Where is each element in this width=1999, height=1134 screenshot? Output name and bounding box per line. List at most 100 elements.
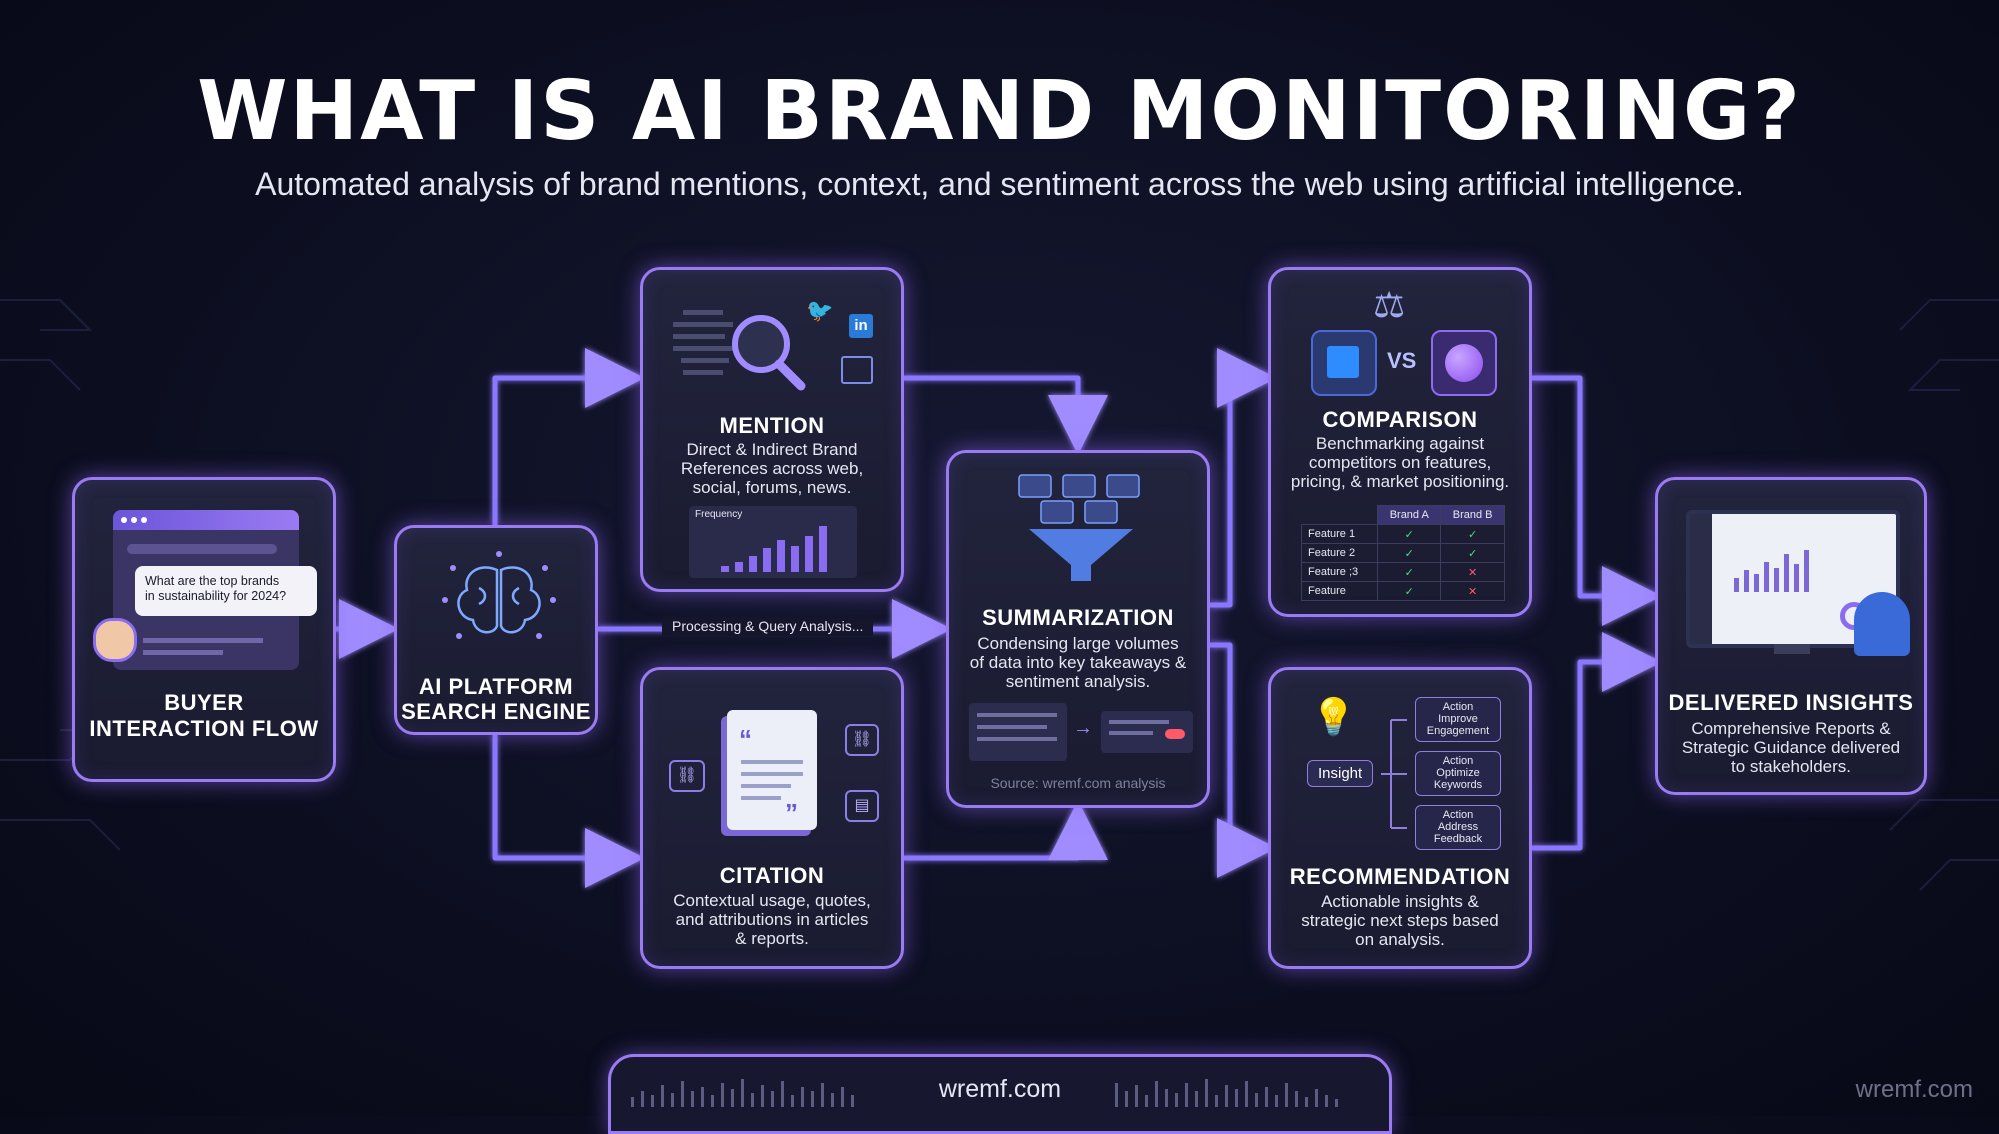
action-label: Action (1442, 701, 1474, 713)
table-header-brand-b: Brand B (1440, 505, 1505, 525)
dashboard-bars (1734, 550, 1809, 592)
action-optimize-keywords: Action Optimize Keywords (1415, 751, 1501, 796)
summarization-desc-line-3: sentiment analysis. (1005, 672, 1151, 691)
mention-desc-line-1: Direct & Indirect Brand (686, 440, 858, 459)
monitor-stand (1774, 644, 1810, 654)
comparison-table: Brand A Brand B Feature 1 ✓ ✓ Feature 2 … (1300, 505, 1505, 601)
action-label: Keywords (1433, 779, 1483, 791)
linkedin-icon: in (849, 314, 873, 338)
avatar (93, 618, 137, 662)
frequency-bars (721, 526, 827, 572)
comparison-desc-line-2: competitors on features, (1308, 453, 1492, 472)
ai-platform-card: AI PLATFORM SEARCH ENGINE (394, 525, 598, 735)
action-label: Feedback (1433, 833, 1483, 845)
table-row: Feature 1 ✓ ✓ (1300, 524, 1505, 544)
twitter-icon: 🐦 (806, 298, 834, 323)
frequency-chart: Frequency (689, 506, 857, 578)
arrow-engine-to-citation (492, 735, 645, 888)
table-row-label: Feature (1300, 581, 1379, 601)
cross-icon: ✕ (1440, 562, 1505, 582)
lightbulb-icon: 💡 (1311, 696, 1356, 737)
table-row: Feature ;3 ✓ ✕ (1300, 562, 1505, 582)
vs-label: VS (1387, 348, 1417, 373)
mention-desc-line-2: References across web, (680, 459, 864, 478)
watermark: wremf.com (1855, 1076, 1973, 1103)
buyer-title-line-2: INTERACTION FLOW (89, 716, 319, 741)
link-icon-small: ⛓ (845, 724, 879, 756)
action-label: Action (1442, 755, 1474, 767)
brain-icon (442, 551, 556, 639)
insight-pill: Insight (1307, 760, 1374, 787)
delivered-desc-line-3: to stakeholders. (1730, 757, 1851, 776)
delivered-title: DELIVERED INSIGHTS (1668, 690, 1914, 715)
summarization-desc-line-2: of data into key takeaways & (969, 653, 1187, 672)
chat-bubble: What are the top brands in sustainabilit… (135, 566, 317, 616)
recommendation-desc-line-3: on analysis. (1355, 930, 1445, 949)
link-icon: ⛓ (669, 760, 705, 792)
check-icon: ✓ (1440, 524, 1505, 544)
table-header-brand-a: Brand A (1377, 505, 1442, 525)
summary-panel-illustration (1101, 711, 1193, 753)
footer-site-label[interactable]: wremf.com (938, 1075, 1062, 1103)
delivered-insights-card: DELIVERED INSIGHTS Comprehensive Reports… (1655, 477, 1927, 795)
mention-card: 🐦 in MENTION Direct & Indirect Brand Ref… (640, 267, 904, 592)
magnifier-illustration (673, 310, 806, 391)
funnel-icon (1018, 474, 1140, 581)
citation-card: “ ” ⛓ ⛓ ▤ CITATION Contextual usage, quo… (640, 667, 904, 969)
comparison-title: COMPARISON (1322, 407, 1478, 432)
action-improve-engagement: Action Improve Engagement (1415, 697, 1501, 742)
arrow-mention-to-summary (904, 375, 1108, 455)
buyer-interaction-card: What are the top brands in sustainabilit… (72, 477, 336, 782)
mention-title: MENTION (719, 413, 825, 438)
file-icon: ▤ (845, 790, 879, 822)
citation-desc-line-2: and attributions in articles (675, 910, 869, 929)
page-subtitle: Automated analysis of brand mentions, co… (255, 166, 1744, 202)
source-note: Source: wremf.com analysis (990, 775, 1166, 791)
arrow-engine-to-mention (492, 348, 645, 525)
document-icon: “ ” (727, 710, 817, 830)
summarization-title: SUMMARIZATION (982, 605, 1174, 630)
recommendation-desc-line-2: strategic next steps based (1301, 911, 1499, 930)
action-label: Engagement (1426, 725, 1490, 737)
citation-title: CITATION (719, 863, 825, 888)
person-avatar (1854, 592, 1910, 656)
branch-lines (1381, 719, 1407, 829)
arrow-summary-to-recommendation (1210, 642, 1277, 878)
arrow-recommendation-to-delivered (1532, 632, 1662, 851)
recommendation-card: 💡 Insight Action Improve Engagement Acti… (1268, 667, 1532, 969)
arrow-right-icon: → (1073, 717, 1093, 739)
flow-label: Processing & Query Analysis... (662, 616, 874, 636)
waveform-decoration (631, 1079, 1338, 1107)
buyer-title-line-1: BUYER (164, 690, 244, 715)
chat-line-1: What are the top brands (145, 574, 280, 588)
action-label: Improve (1438, 713, 1478, 725)
delivered-desc-line-2: Strategic Guidance delivered (1681, 738, 1901, 757)
comparison-desc-line-1: Benchmarking against (1315, 434, 1485, 453)
action-label: Optimize (1436, 767, 1480, 779)
footer-bar: wremf.com (608, 1054, 1392, 1134)
delivered-desc-line-1: Comprehensive Reports & (1691, 719, 1891, 738)
engine-title-line-1: AI PLATFORM (418, 674, 574, 699)
check-icon: ✓ (1377, 543, 1442, 563)
check-icon: ✓ (1377, 562, 1442, 582)
arrow-summary-to-comparison (1210, 348, 1277, 608)
table-row-label: Feature ;3 (1300, 562, 1379, 582)
scale-icon: ⚖ (1373, 284, 1406, 325)
data-panel-illustration (969, 703, 1067, 761)
cross-icon: ✕ (1440, 581, 1505, 601)
table-row-label: Feature 1 (1300, 524, 1379, 544)
action-address-feedback: Action Address Feedback (1415, 805, 1501, 850)
citation-desc-line-3: & reports. (735, 929, 809, 948)
recommendation-title: RECOMMENDATION (1289, 864, 1511, 889)
comparison-card: ⚖ VS COMPARISON Benchmarking against com… (1268, 267, 1532, 617)
table-row: Feature 2 ✓ ✓ (1300, 543, 1505, 563)
engine-title-line-2: SEARCH ENGINE (401, 699, 591, 724)
citation-desc-line-1: Contextual usage, quotes, (673, 891, 871, 910)
action-label: Address (1437, 821, 1479, 833)
chat-line-2: in sustainability for 2024? (145, 589, 287, 603)
table-row: Feature ✓ ✕ (1300, 581, 1505, 601)
brand-b-sphere-icon (1431, 330, 1497, 396)
news-icon (841, 356, 873, 384)
brand-a-cube-icon (1311, 330, 1377, 396)
check-icon: ✓ (1377, 581, 1442, 601)
